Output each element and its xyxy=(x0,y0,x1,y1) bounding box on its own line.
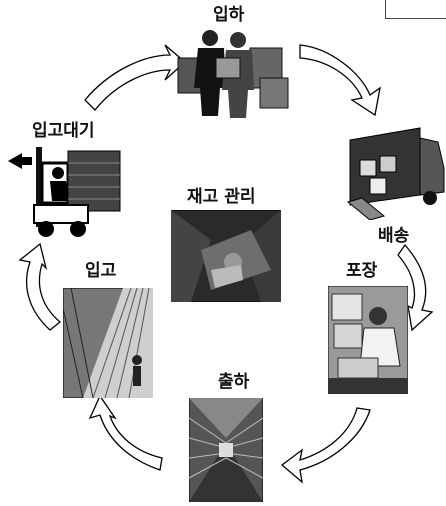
stage-label-packing: 포장 xyxy=(346,261,378,281)
arrow-packing-to-shipping xyxy=(280,407,371,484)
arrow-standby-to-receipt xyxy=(84,44,186,111)
corner-frame xyxy=(385,0,446,19)
stage-label-shipping: 출하 xyxy=(218,372,250,392)
stage-label-warehousing-standby: 입고대기 xyxy=(32,121,95,141)
center-label-inventory-management: 재고 관리 xyxy=(187,187,256,207)
shipping-warehouse-photo xyxy=(189,398,263,502)
arrow-shipping-to-warehousing xyxy=(88,394,163,471)
delivery-truck-illustration xyxy=(346,127,445,220)
warehouse-building-photo xyxy=(63,288,153,398)
workers-with-boxes-illustration xyxy=(177,30,289,118)
stage-label-warehousing: 입고 xyxy=(85,261,117,281)
arrow-receipt-to-delivery xyxy=(299,44,381,117)
packing-worker-photo xyxy=(328,286,408,394)
arrow-warehousing-to-standby xyxy=(18,242,62,331)
stage-label-inbound-receipt: 입하 xyxy=(213,5,245,25)
inventory-management-photo xyxy=(171,210,281,302)
arrow-delivery-to-packing xyxy=(397,243,434,332)
stage-label-delivery: 배송 xyxy=(378,226,410,246)
forklift-illustration xyxy=(8,147,121,237)
